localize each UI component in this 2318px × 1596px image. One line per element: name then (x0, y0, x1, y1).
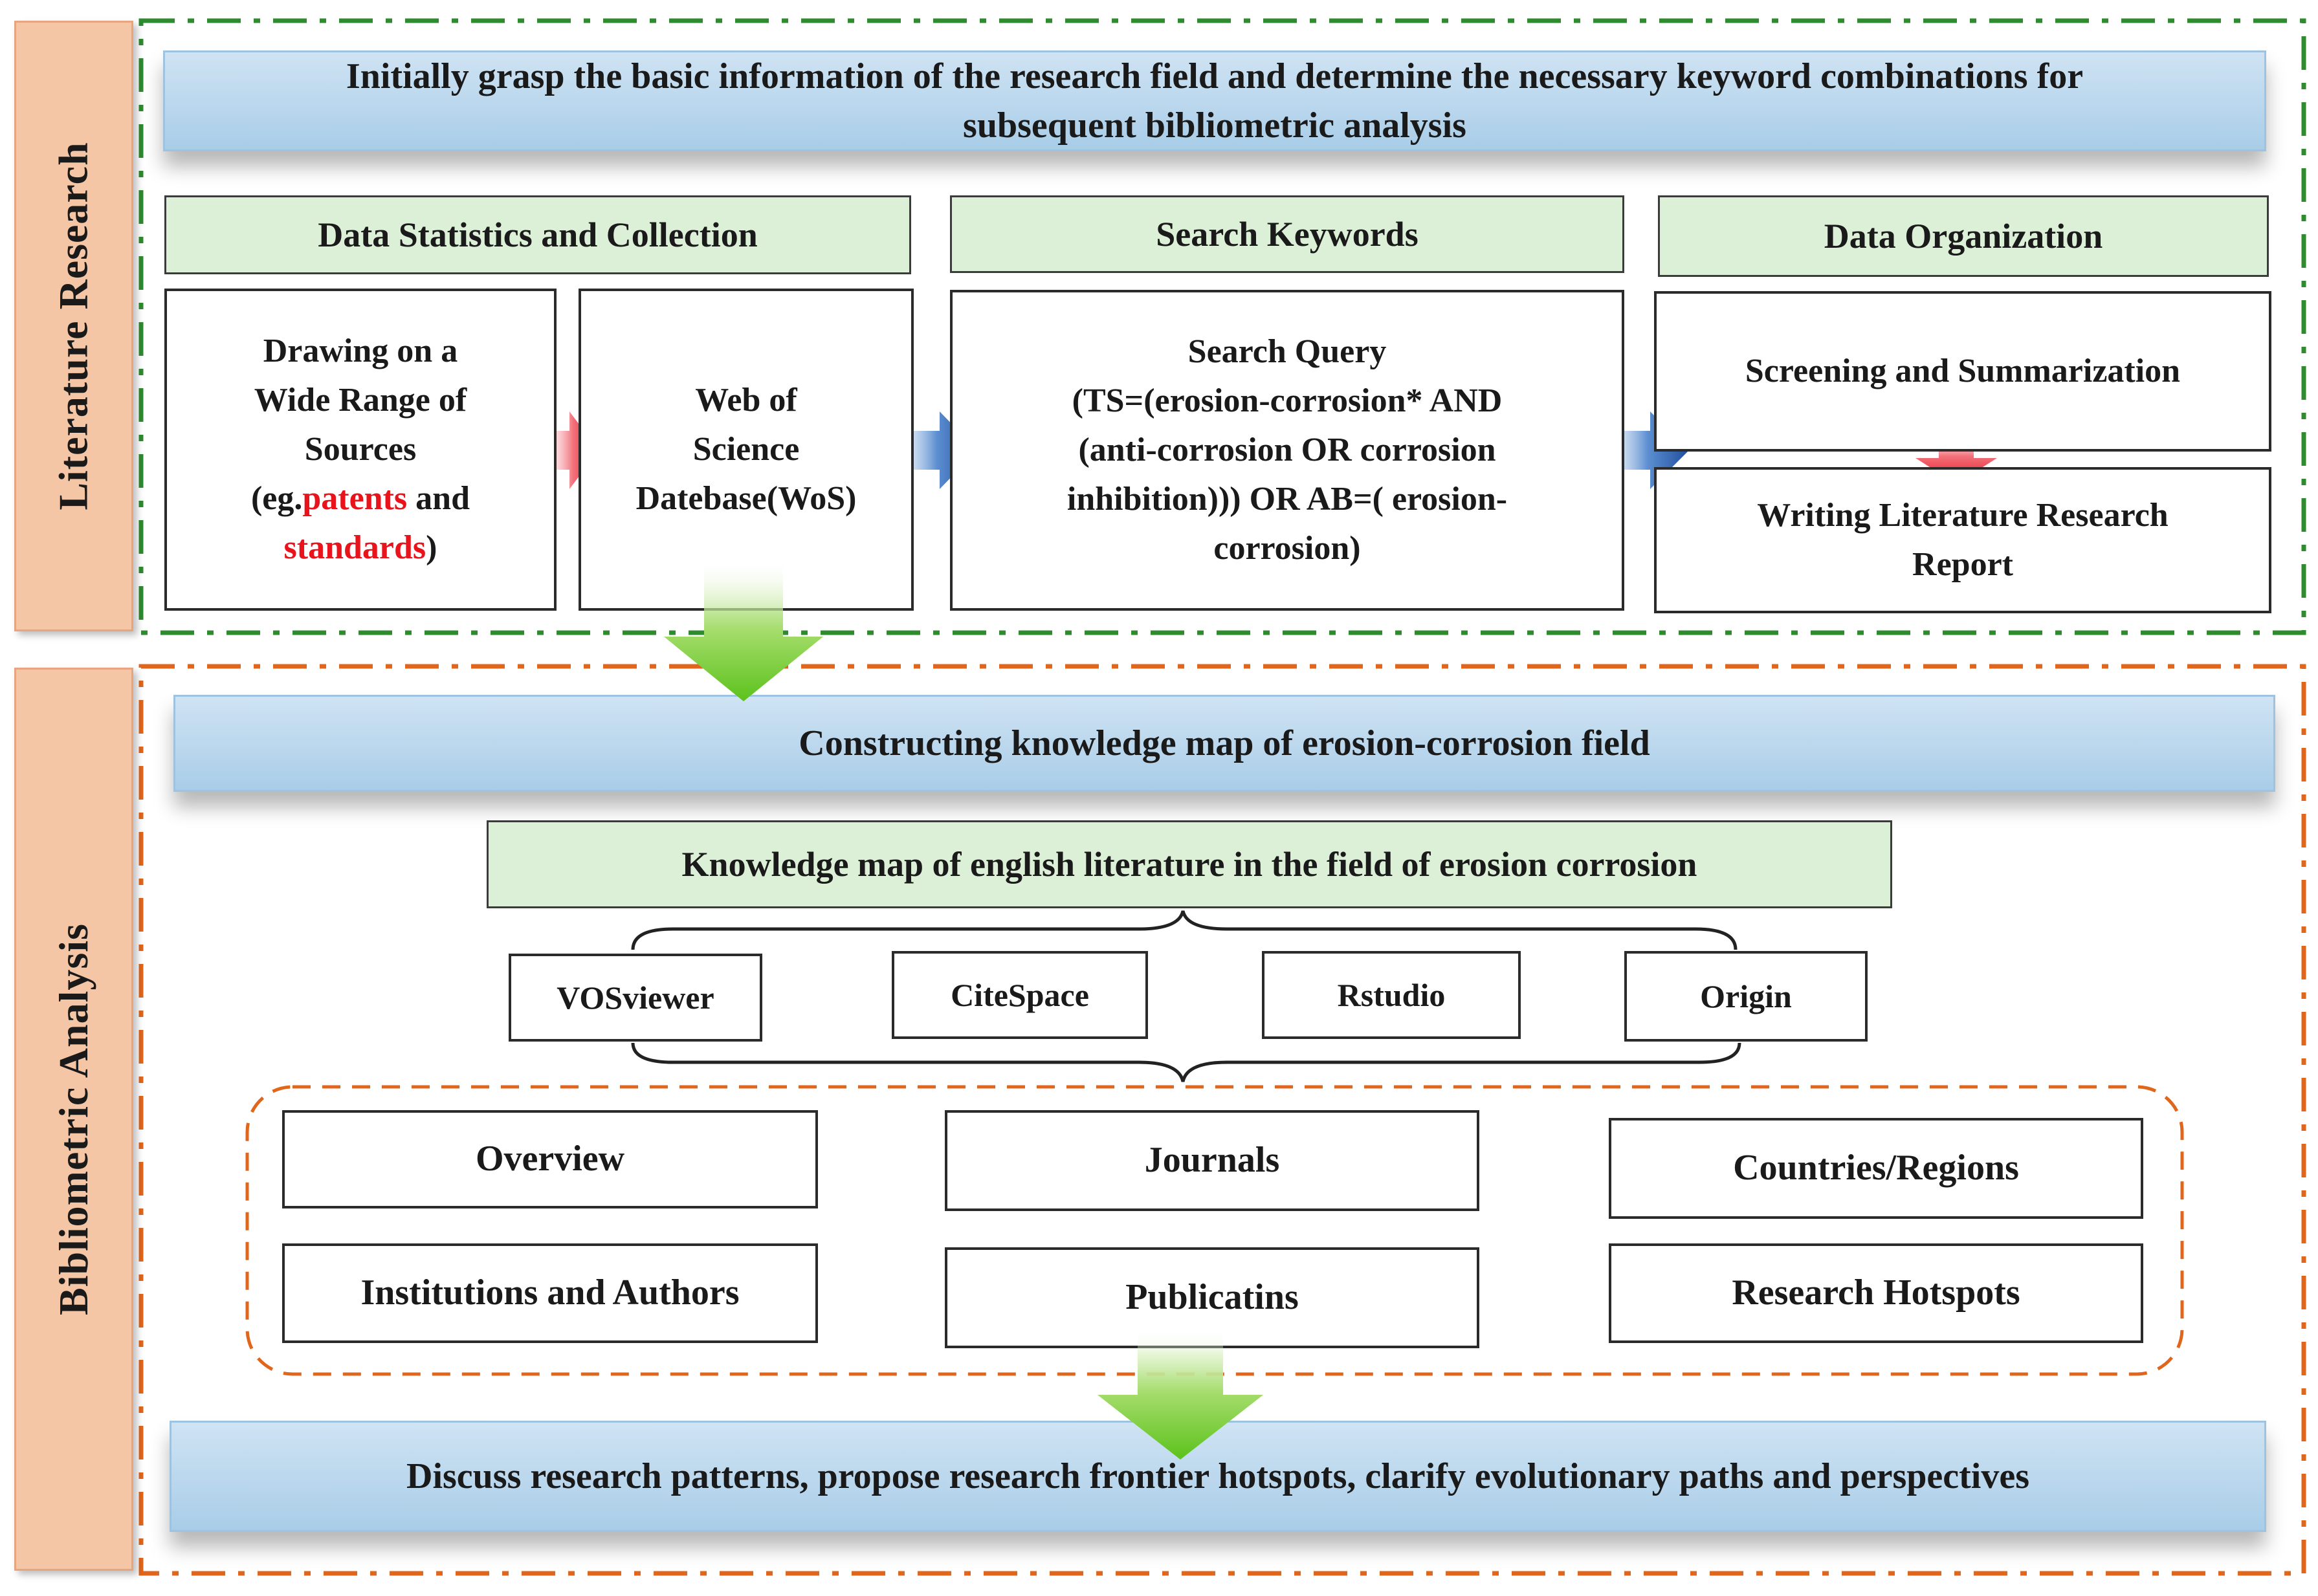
conclusion-banner-text: Discuss research patterns, propose resea… (406, 1456, 2029, 1496)
knowledge-map-title-text: Knowledge map of english literature in t… (681, 845, 1697, 884)
tool-rstudio: Rstudio (1262, 951, 1521, 1039)
topic-countries-regions: Countries/Regions (1609, 1118, 2143, 1219)
sources-box: Drawing on a Wide Range of Sources (eg.p… (164, 289, 557, 611)
topic-journals: Journals (945, 1110, 1479, 1211)
header-data-organization-text: Data Organization (1824, 217, 2103, 256)
query-line-2: (TS=(erosion-corrosion* AND (1072, 382, 1503, 420)
tool-citespace: CiteSpace (892, 951, 1148, 1039)
knowledge-map-banner: Constructing knowledge map of erosion-co… (173, 695, 2275, 792)
patents-highlight: patents (302, 479, 408, 517)
tool-citespace-text: CiteSpace (951, 976, 1089, 1013)
report-line-1: Writing Literature Research (1757, 497, 2169, 534)
topic-countries-text: Countries/Regions (1733, 1148, 2019, 1188)
sources-line-2: Wide Range of (254, 382, 467, 419)
standards-highlight: standards (283, 529, 426, 566)
tool-origin-text: Origin (1700, 978, 1792, 1014)
knowledge-map-banner-text: Constructing knowledge map of erosion-co… (799, 723, 1650, 763)
topic-institutions-text: Institutions and Authors (360, 1273, 740, 1313)
top-brace (631, 910, 1738, 950)
bottom-brace (631, 1042, 1741, 1082)
header-search-keywords-text: Search Keywords (1156, 215, 1418, 254)
topic-research-hotspots: Research Hotspots (1609, 1243, 2143, 1343)
header-data-collection: Data Statistics and Collection (164, 195, 911, 274)
sources-line-1: Drawing on a (263, 333, 458, 370)
conclusion-banner: Discuss research patterns, propose resea… (170, 1421, 2266, 1532)
literature-research-label: Literature Research (50, 142, 96, 510)
report-line-2: Report (1912, 546, 2013, 583)
wos-box: Web of Science Datebase(WoS) (579, 289, 914, 611)
bibliometric-analysis-side-label: Bibliometric Analysis (14, 668, 133, 1571)
query-line-5: corrosion) (1213, 529, 1361, 567)
topic-publications-text: Publicatins (1125, 1277, 1299, 1318)
topic-journals-text: Journals (1144, 1140, 1280, 1181)
top-goal-banner: Initially grasp the basic information of… (163, 50, 2266, 151)
wos-line-1: Web of (695, 382, 797, 419)
topic-overview-text: Overview (475, 1139, 625, 1179)
literature-research-side-label: Literature Research (14, 21, 133, 631)
sources-line-4: (eg.patents and (250, 479, 470, 517)
query-line-1: Search Query (1187, 333, 1387, 371)
sources-line-3: Sources (304, 431, 417, 468)
search-query-box: Search Query (TS=(erosion-corrosion* AND… (950, 290, 1624, 611)
header-search-keywords: Search Keywords (950, 195, 1624, 273)
tool-rstudio-text: Rstudio (1337, 976, 1446, 1013)
top-goal-line-1: Initially grasp the basic information of… (346, 56, 2084, 96)
screening-text: Screening and Summarization (1745, 353, 2181, 390)
topic-publications: Publicatins (945, 1247, 1479, 1348)
top-goal-line-2: subsequent bibliometric analysis (963, 105, 1466, 146)
topic-institutions-authors: Institutions and Authors (282, 1243, 818, 1343)
tool-vosviewer-text: VOSviewer (557, 979, 714, 1016)
header-data-organization: Data Organization (1658, 195, 2269, 277)
screening-box: Screening and Summarization (1654, 291, 2271, 452)
query-line-3: (anti-corrosion OR corrosion (1078, 432, 1496, 469)
tool-origin: Origin (1624, 951, 1868, 1042)
literature-section-frame (138, 18, 2306, 635)
topic-overview: Overview (282, 1110, 818, 1208)
header-data-collection-text: Data Statistics and Collection (318, 215, 758, 254)
query-line-4: inhibition))) OR AB=( erosion- (1066, 480, 1508, 518)
bibliometric-analysis-label: Bibliometric Analysis (50, 923, 96, 1315)
knowledge-map-title: Knowledge map of english literature in t… (487, 820, 1892, 908)
bibliometric-section-frame (138, 664, 2306, 1576)
topic-hotspots-text: Research Hotspots (1732, 1273, 2020, 1313)
wos-line-2: Science (692, 431, 800, 468)
tool-vosviewer: VOSviewer (509, 954, 762, 1042)
wos-line-3: Datebase(WoS) (635, 479, 857, 517)
report-box: Writing Literature Research Report (1654, 467, 2271, 613)
sources-line-5: standards) (283, 529, 437, 566)
